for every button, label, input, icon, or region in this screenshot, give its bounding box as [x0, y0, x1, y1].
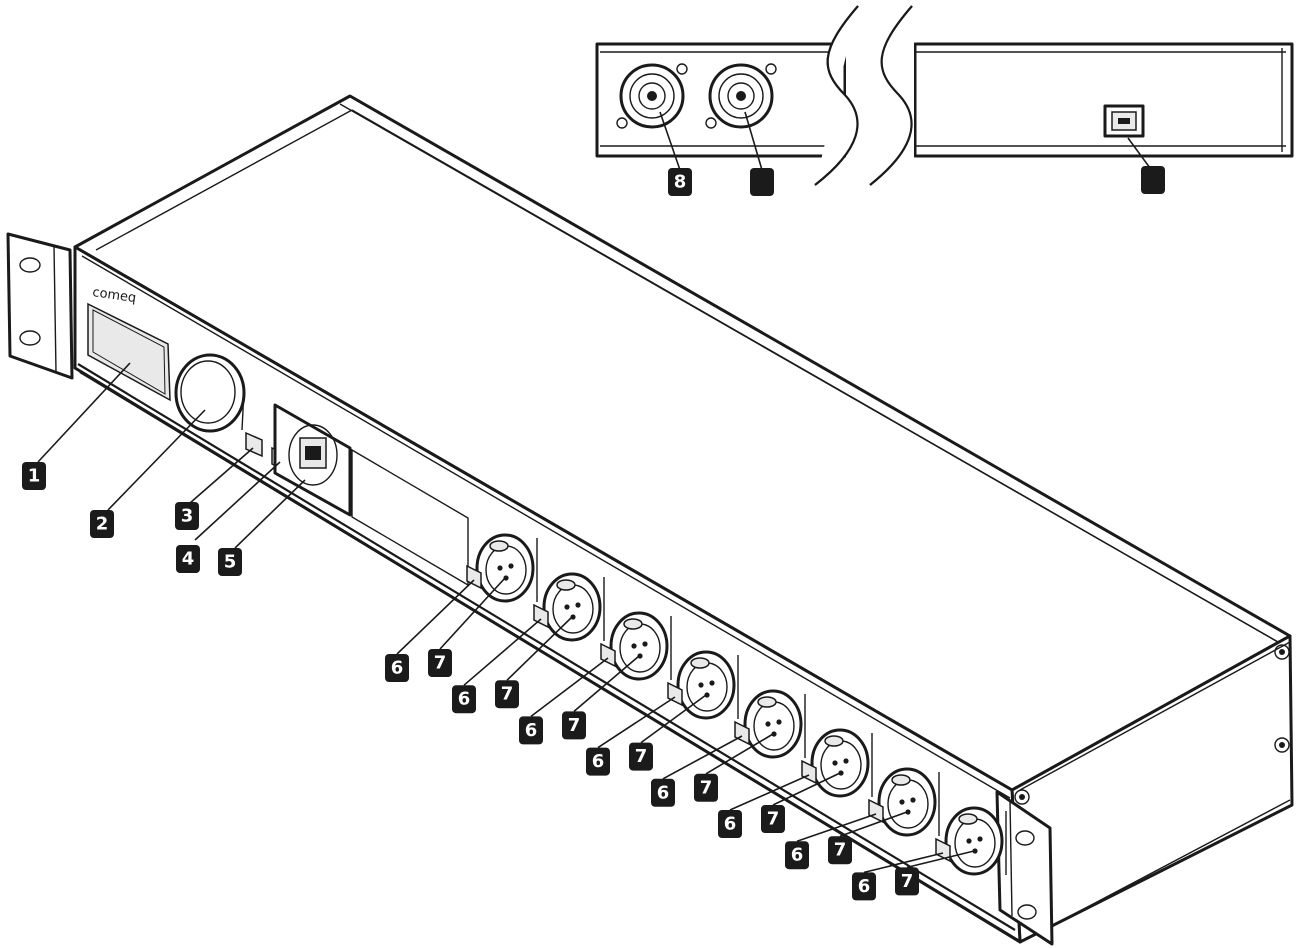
callout-label: 4	[182, 549, 195, 570]
callout-badge-1: 1	[22, 462, 46, 490]
callout-label: 7	[767, 809, 780, 830]
callout-badge-7: 7	[828, 836, 852, 865]
rear-usb-port	[1103, 104, 1145, 138]
xlr-port[interactable]	[944, 806, 1007, 876]
callout-badge-6: 6	[718, 810, 742, 838]
xlr-select-button[interactable]	[801, 759, 817, 785]
xlr-port[interactable]	[676, 650, 739, 720]
callout-label: 7	[501, 684, 514, 705]
xlr-button-leader	[796, 813, 877, 842]
callout-label: 7	[834, 840, 847, 861]
callout-badge-7: 7	[629, 742, 653, 771]
xlr-button-leader	[662, 735, 743, 780]
front-leaders	[37, 362, 306, 549]
callout-badge-7: 7	[495, 680, 519, 709]
callout-badge-6: 6	[852, 872, 876, 901]
xlr-port[interactable]	[743, 689, 806, 759]
callout-label: 7	[901, 871, 914, 892]
xlr-port[interactable]	[877, 767, 940, 837]
callout-badge-6: 6	[586, 747, 610, 776]
xlr-connector-leader	[772, 772, 841, 806]
right-rack-ear	[995, 790, 1054, 946]
xlr-button-leader	[729, 774, 810, 811]
callout-label: 6	[791, 845, 804, 866]
xlr-button-leader	[396, 579, 475, 655]
xlr-port-group	[396, 533, 1007, 876]
xlr-button-leader	[863, 852, 944, 874]
callout-badge-7: 7	[694, 773, 718, 802]
xlr-port[interactable]	[609, 611, 672, 681]
callout-label: 5	[224, 552, 237, 573]
xlr-button-leader	[530, 657, 609, 718]
callout-badge-6: 6	[385, 654, 409, 682]
callout-badge-8: 8	[668, 168, 692, 196]
xlr-port[interactable]	[542, 572, 605, 642]
callout-label: 6	[458, 689, 471, 710]
brand-logo: comeq	[91, 285, 137, 306]
callout-badge-7: 7	[761, 805, 785, 833]
callout-badge-rear-usb	[1141, 166, 1165, 194]
xlr-select-button[interactable]	[935, 837, 951, 863]
xlr-port[interactable]	[810, 728, 873, 798]
encoder-knob[interactable]	[174, 353, 246, 433]
left-rack-ear	[6, 232, 74, 380]
callout-label: 6	[391, 658, 404, 679]
callout-badge-6: 6	[651, 778, 675, 807]
callout-badge-3: 3	[175, 502, 199, 530]
callout-label: 1	[28, 466, 41, 487]
callout-badge-2: 2	[90, 510, 114, 538]
rack-unit-body	[73, 94, 1294, 944]
xlr-connector-leader	[839, 811, 908, 837]
callout-badge-6: 6	[785, 841, 809, 870]
callout-badge-7: 7	[562, 711, 586, 740]
rear-power-connector-2	[705, 63, 777, 129]
rear-power-connector-1	[616, 63, 688, 129]
xlr-connector-leader	[906, 850, 975, 869]
callout-label: 6	[858, 876, 871, 897]
callout-badge-5: 5	[218, 548, 242, 576]
callout-label: 2	[96, 514, 109, 535]
callout-label: 7	[700, 777, 713, 798]
display-screen	[87, 302, 171, 402]
callout-label: 7	[568, 715, 581, 736]
callout-label: 3	[181, 506, 194, 527]
xlr-button-leader	[597, 696, 676, 749]
callout-badge-6: 6	[452, 685, 476, 714]
xlr-connector-leader	[439, 577, 506, 650]
callout-label: 6	[525, 720, 538, 741]
callout-label: 6	[592, 751, 605, 772]
xlr-connector-leader	[506, 616, 573, 681]
xlr-button-leader	[463, 618, 542, 686]
callout-label: 7	[434, 653, 447, 674]
callout-badge-4: 4	[176, 545, 200, 573]
callout-badge-6: 6	[519, 716, 543, 745]
xlr-connector-leader	[640, 694, 707, 744]
xlr-connector-leader	[573, 655, 640, 713]
callout-label: 6	[724, 814, 737, 835]
callout-badge-rear-2	[750, 168, 774, 196]
callout-label: 8	[674, 172, 687, 193]
callout-badge-7: 7	[895, 867, 919, 896]
xlr-port[interactable]	[475, 533, 538, 603]
callout-label: 6	[657, 782, 670, 803]
xlr-select-button[interactable]	[868, 798, 884, 824]
ethernet-port[interactable]	[273, 403, 352, 517]
brand-logo-text: comeq	[91, 285, 137, 306]
callout-label: 7	[635, 746, 648, 767]
xlr-connector-leader	[705, 733, 774, 775]
callout-badge-7: 7	[428, 649, 452, 677]
rear-panel-inset	[595, 5, 1294, 186]
